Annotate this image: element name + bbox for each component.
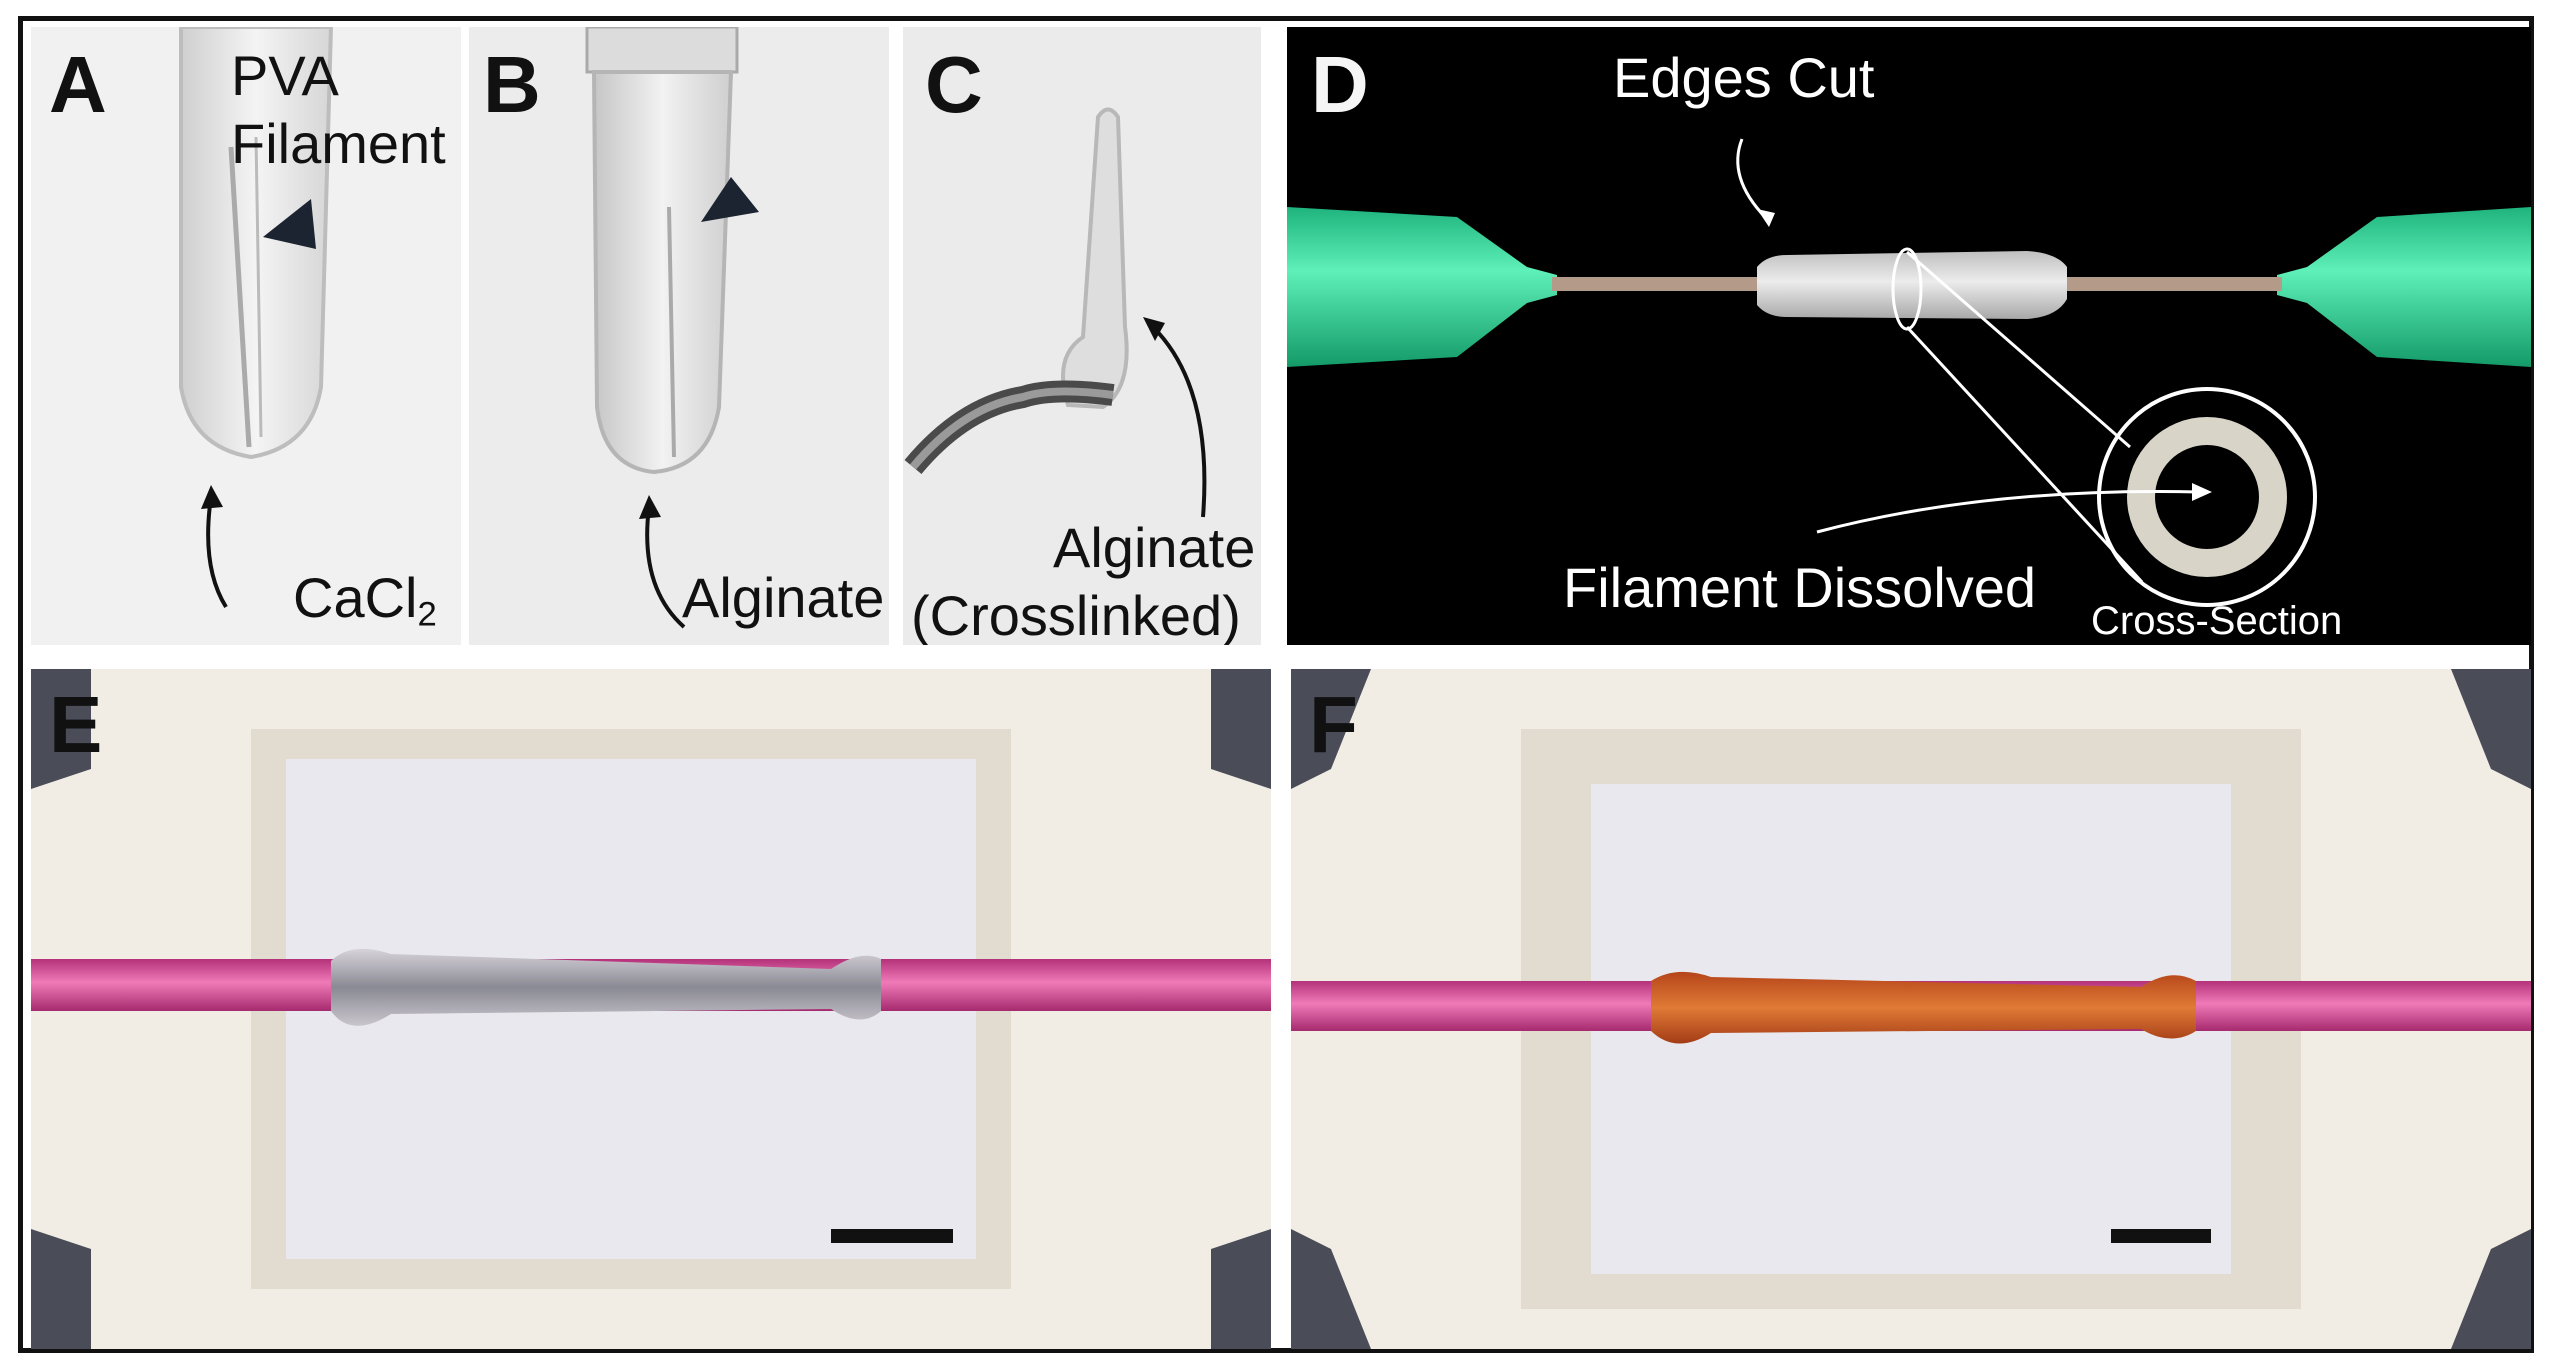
chamber-image-e <box>31 669 1271 1349</box>
panel-letter-a: A <box>49 40 107 129</box>
panel-b: B Alginate <box>469 27 889 645</box>
label-alginate-c: Alginate <box>1053 516 1256 579</box>
panel-c: C Alginate (Crosslinked) <box>903 27 1261 645</box>
panel-letter-e: E <box>49 680 103 769</box>
needle-image-d <box>1287 138 2531 607</box>
gel-sleeve <box>1757 251 2067 319</box>
tube-image-b <box>585 27 759 629</box>
panel-a: A PVA Filament CaCl2 <box>31 27 461 645</box>
panel-f: F <box>1291 669 2531 1349</box>
panel-letter-c: C <box>925 40 983 129</box>
scale-bar-f <box>2111 1229 2211 1243</box>
gel-image-c <box>904 107 1207 518</box>
arrowhead-marker-b <box>701 177 759 222</box>
tube-image-a <box>179 27 334 609</box>
tissue-construct-f <box>1651 971 2196 1044</box>
label-alginate-b: Alginate <box>682 566 885 629</box>
label-cross-section: Cross-Section <box>2091 599 2343 643</box>
panel-letter-b: B <box>483 40 541 129</box>
panel-d: D Edges Cut Filament Dissolved Cross-Sec… <box>1287 27 2531 645</box>
chamber-image-f <box>1291 669 2531 1349</box>
gel-construct-e <box>331 948 881 1026</box>
label-pva: PVA <box>231 44 339 107</box>
figure-frame: A PVA Filament CaCl2 B Alginate <box>18 16 2534 1353</box>
panel-letter-d: D <box>1311 40 1369 129</box>
panel-letter-f: F <box>1309 680 1358 769</box>
label-edges-cut: Edges Cut <box>1613 46 1875 109</box>
panel-e: E <box>31 669 1271 1349</box>
label-filament: Filament <box>231 112 446 175</box>
scale-bar-e <box>831 1229 953 1243</box>
label-crosslinked: (Crosslinked) <box>911 584 1241 645</box>
label-filament-dissolved: Filament Dissolved <box>1563 556 2037 619</box>
cross-section-outline <box>2097 387 2317 607</box>
arrowhead-marker-a <box>263 199 316 249</box>
needle-hub-right <box>2277 207 2531 367</box>
label-cacl2: CaCl2 <box>293 566 437 634</box>
needle-hub-left <box>1287 207 1557 367</box>
